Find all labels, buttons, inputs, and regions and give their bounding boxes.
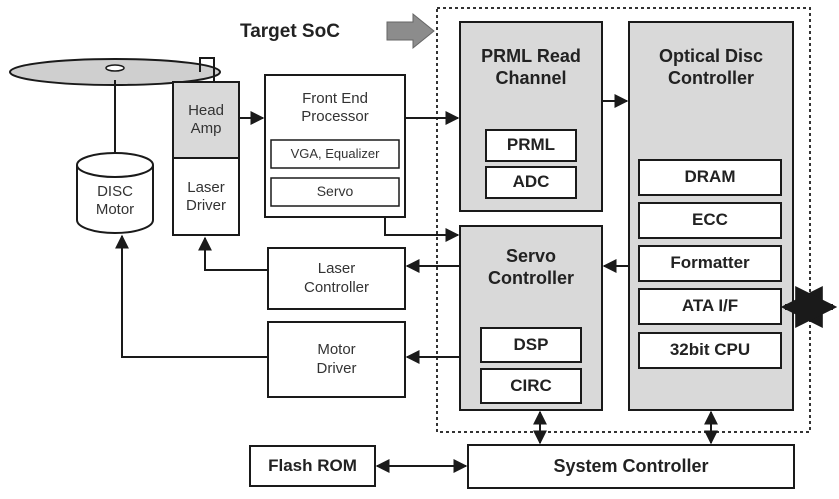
cpu-sub-box	[638, 332, 782, 369]
prml-label: PRML	[506, 135, 556, 155]
formatter-label: Formatter	[670, 253, 750, 273]
motor-driver-box	[267, 321, 406, 398]
circ-label: CIRC	[510, 375, 552, 395]
arrow-frontend-servoctrl	[384, 217, 460, 242]
system-controller-label: System Controller	[553, 455, 709, 476]
flash-rom-box	[249, 445, 376, 487]
front-end-processor-label: Front End Processor	[301, 89, 369, 125]
disc-motor-label: DISC Motor	[95, 182, 135, 218]
flash-rom-label: Flash ROM	[268, 455, 357, 475]
adc-label: ADC	[512, 172, 550, 192]
adc-sub-box	[485, 166, 577, 199]
vga-equalizer-label: VGA, Equalizer	[290, 146, 380, 162]
ata-if-label: ATA I/F	[681, 296, 739, 316]
servo-sub-box	[270, 177, 400, 207]
optical-disc-controller-label: Optical Disc Controller	[658, 46, 764, 88]
ecc-label: ECC	[692, 210, 728, 230]
dsp-sub-box	[480, 327, 582, 363]
head-amp-label: Head Amp	[188, 101, 224, 137]
laser-controller-label: Laser Controller	[303, 260, 370, 296]
disc-motor-top	[76, 152, 154, 178]
system-controller-box	[467, 444, 795, 489]
prml-read-channel-label: PRML Read Channel	[481, 46, 581, 88]
dsp-label: DSP	[513, 334, 549, 354]
arrow-motordriver-discmotor	[115, 234, 268, 358]
target-soc-label: Target SoC	[240, 21, 340, 43]
ata-if-sub-box	[638, 288, 782, 325]
arrow-laserctrl-laserdriver	[198, 236, 268, 271]
formatter-sub-box	[638, 245, 782, 282]
pickup-arm	[199, 57, 215, 82]
servo-controller-label: Servo Controller	[487, 246, 574, 288]
head-amp-box	[172, 81, 240, 159]
laser-driver-label: Laser Driver	[186, 178, 226, 214]
disc-motor-body	[76, 165, 154, 234]
vga-equalizer-box	[270, 139, 400, 169]
dram-label: DRAM	[684, 167, 736, 187]
cpu-label: 32bit CPU	[669, 340, 751, 360]
servo-label: Servo	[316, 183, 354, 200]
motor-driver-label: Motor Driver	[316, 341, 357, 377]
laser-controller-box	[267, 247, 406, 310]
target-soc-arrow	[386, 12, 435, 50]
soc-boundary	[436, 7, 811, 433]
circ-sub-box	[480, 368, 582, 404]
prml-sub-box	[485, 129, 577, 162]
disc-hub	[105, 64, 125, 72]
dram-sub-box	[638, 159, 782, 196]
ecc-sub-box	[638, 202, 782, 239]
